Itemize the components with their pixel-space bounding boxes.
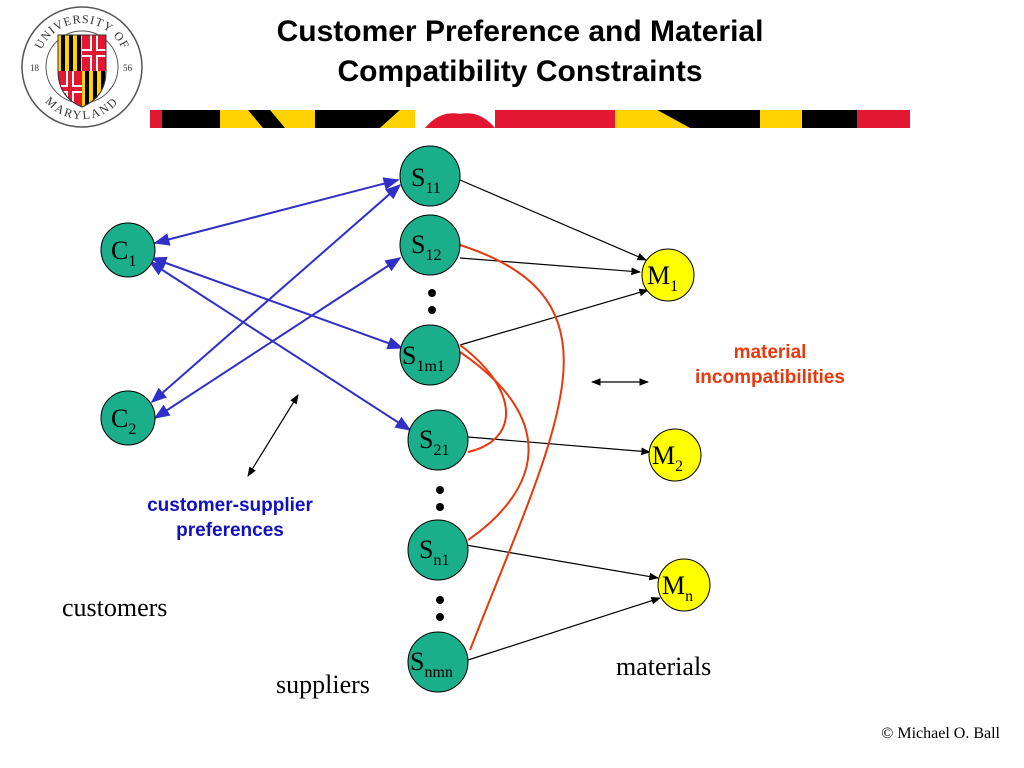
- supplier-node-sn1: Sn1: [407, 519, 469, 581]
- edge-c2-s12: [153, 257, 402, 419]
- customer-node-c1: C1: [100, 222, 156, 278]
- customer-node-c2: C2: [100, 390, 156, 446]
- supplier-node-snmn: Snmn: [407, 631, 469, 693]
- svg-text:S1m1: S1m1: [402, 341, 445, 375]
- seal-year-right: 56: [123, 63, 133, 73]
- edge-s12-m1: [459, 257, 641, 276]
- svg-text:S11: S11: [411, 163, 441, 197]
- edge-sn1-mn: [465, 544, 659, 581]
- edge-c1-s21: [148, 261, 412, 431]
- supplier-node-s1m1: S1m1: [399, 324, 461, 386]
- incompatibility-edges: [459, 244, 565, 651]
- supplier-node-s21: S21: [407, 409, 469, 471]
- svg-text:S21: S21: [419, 425, 449, 459]
- edge-c1-s1m1: [150, 256, 404, 350]
- preferences-label: customer-supplier preferences: [147, 495, 313, 541]
- svg-text:C2: C2: [111, 404, 136, 438]
- preferences-indicator-arrow: [247, 394, 299, 477]
- material-node-m2: M2: [648, 428, 702, 482]
- material-node-m1: M1: [641, 248, 695, 302]
- copyright-notice: © Michael O. Ball: [881, 725, 1000, 742]
- supplier-node-s12: S12: [399, 214, 461, 276]
- ellipsis-dots: [428, 289, 444, 621]
- svg-text:S12: S12: [411, 230, 441, 264]
- edge-s11-m1: [459, 179, 647, 261]
- edge-s21-m2: [467, 436, 651, 456]
- university-seal-logo: UNIVERSITY OF MARYLAND 18 56: [21, 6, 143, 128]
- incompat-s1m1-s21: [459, 344, 507, 453]
- title-line-1: Customer Preference and Material: [276, 15, 764, 48]
- incompat-s12-snmn: [459, 244, 565, 651]
- incompat-s1m1-sn1: [459, 351, 530, 541]
- material-node-mn: Mn: [657, 558, 711, 612]
- svg-text:Mn: Mn: [662, 571, 693, 605]
- suppliers-label: suppliers: [276, 670, 370, 699]
- maryland-flag-stripe: [150, 110, 910, 128]
- svg-text:M2: M2: [652, 441, 683, 475]
- title-line-2: Compatibility Constraints: [337, 55, 703, 88]
- edge-snmn-mn: [467, 597, 661, 661]
- supply-edges: [459, 179, 661, 661]
- seal-year-left: 18: [30, 63, 40, 73]
- svg-text:Sn1: Sn1: [419, 535, 449, 569]
- incompatibilities-label: material incompatibilities: [695, 342, 845, 388]
- edge-s1m1-m1: [459, 288, 649, 346]
- customers-label: customers: [62, 593, 168, 622]
- materials-label: materials: [616, 652, 712, 681]
- preference-edges: [148, 177, 412, 431]
- svg-text:M1: M1: [647, 261, 678, 295]
- edge-c1-s11: [153, 177, 400, 246]
- edge-c2-s11: [150, 183, 402, 404]
- supplier-node-s11: S11: [399, 145, 461, 207]
- svg-text:C1: C1: [111, 236, 136, 270]
- slide-title: Customer Preference and Material Compati…: [150, 12, 890, 92]
- svg-text:Snmn: Snmn: [410, 647, 453, 681]
